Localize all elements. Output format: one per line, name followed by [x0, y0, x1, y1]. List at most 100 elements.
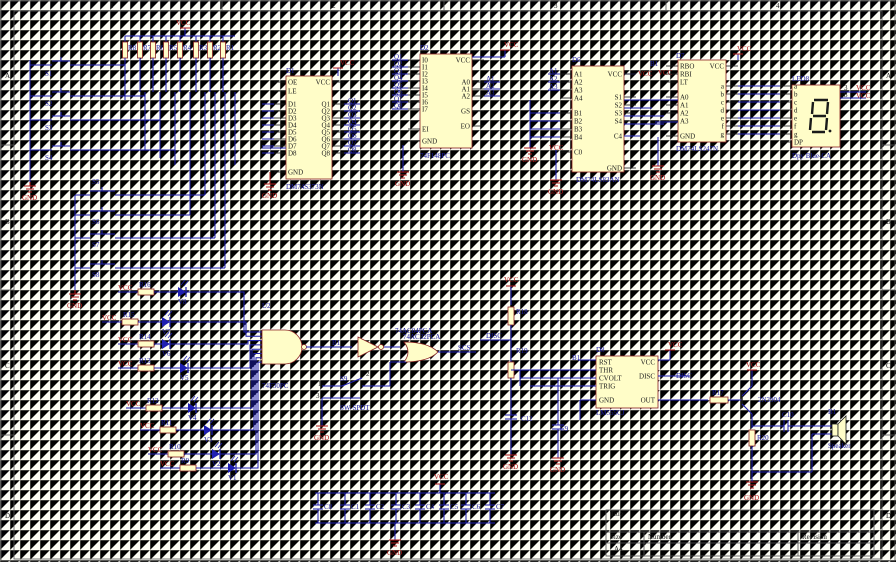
nand-gate-u2: U2 74F30PC B1 — [261, 302, 352, 390]
resistor — [121, 318, 139, 326]
pin-label: GND — [680, 133, 695, 141]
chip-ref: D8 — [596, 346, 605, 354]
switch-label: S5 — [92, 178, 100, 186]
pin-label: A1 — [461, 86, 470, 94]
pin-label: g — [721, 131, 725, 139]
pin-label: RBI — [680, 71, 692, 79]
gnd-label: GND — [67, 302, 82, 310]
row-label: B — [5, 218, 10, 226]
vcc-label: VCC — [118, 284, 133, 292]
led-icon — [178, 287, 186, 297]
part-label: R19 — [516, 347, 528, 355]
pin-label: RBO — [680, 63, 694, 71]
speaker-ref: B1 — [828, 408, 837, 416]
gnd-label: GND — [314, 434, 329, 442]
pin-label: D3 — [288, 115, 297, 123]
speaker-name: Speaker — [828, 442, 851, 450]
vcc-label: VCC — [658, 69, 673, 77]
pin-label: C4 — [614, 133, 623, 141]
gate-ref: U2 — [262, 302, 271, 310]
chip-ref: LED8 — [792, 75, 810, 83]
pin-label: DISC — [639, 373, 655, 381]
gnd-label: GND — [22, 194, 37, 202]
resistor-label: R16 — [139, 281, 151, 289]
seven-segment-glyph — [808, 98, 832, 134]
row-label: D — [5, 512, 10, 520]
row-label: C — [886, 362, 891, 370]
resistor — [150, 41, 156, 59]
led-icon — [162, 339, 170, 349]
led-label: V7 — [162, 328, 171, 336]
net-label-a: A3 — [486, 89, 495, 97]
switch-label: S7 — [92, 241, 100, 249]
switch-label: S8 — [92, 271, 100, 279]
chip-d2-encoder: D2 74F148PC VCC GND I0I1I2I3I4I5I6I7EIGN… — [392, 41, 519, 188]
title-block: Title Size A4 Number Revision — [605, 509, 875, 557]
pin-label: D6 — [288, 136, 297, 144]
led-label: V3 — [204, 436, 213, 444]
cap-label: C4 — [426, 503, 435, 511]
or-gate-d4: 74AC32PCA SCS — [389, 333, 476, 386]
vcc-label: VCC — [160, 460, 175, 468]
chip-ref: D7 — [676, 52, 685, 60]
resistor-label: R12 — [147, 397, 159, 405]
pin-label: Q2 — [321, 108, 330, 116]
led-label: V1 — [228, 474, 237, 482]
pin-label: LE — [288, 88, 297, 96]
col-label: 1 — [110, 2, 114, 10]
revision-label: Revision — [802, 533, 827, 541]
switch-label: S1 — [45, 70, 53, 78]
resistor — [122, 41, 128, 59]
cap-label: C3 — [402, 503, 411, 511]
chip-part: DM74LS247N — [676, 145, 718, 153]
chip-part: Dpy Blue-CA — [792, 152, 831, 160]
pin-label: Q7 — [321, 143, 330, 151]
pin-label: e — [794, 115, 797, 123]
vcc-label: VCC — [340, 59, 355, 67]
led-icon — [180, 363, 188, 373]
pin-label: GND — [599, 397, 614, 405]
switch-bank-2: S5 S6 S7 S8 GND — [67, 92, 226, 310]
resistor-label: R2 — [213, 44, 222, 52]
net-label-q: Q8 — [394, 102, 403, 110]
chip-d7-decoder: D7 DM74LS247N VCC GND B1 VCC RBORBILTA0A… — [650, 45, 780, 182]
size-value: A4 — [614, 545, 623, 553]
timer-section: VCC R18 DISC R19 C12 GND D8 LM555CJ C9 G… — [480, 276, 742, 474]
part-label: C10 — [782, 411, 794, 419]
pin-label: D2 — [288, 108, 297, 116]
resistor-r18 — [507, 306, 515, 326]
pin-label: GND — [288, 169, 303, 177]
net-label-q: Q4 — [394, 74, 403, 82]
pin-label: A4 — [574, 95, 583, 103]
resistor-label: R6 — [156, 44, 165, 52]
chip-ref: D6 — [572, 56, 581, 64]
svg-text:3: 3 — [316, 392, 320, 400]
pin-label: c — [794, 99, 797, 107]
svg-text:3: 3 — [844, 84, 848, 92]
number-label: Number — [648, 533, 672, 541]
resistor-label: R7 — [143, 44, 152, 52]
pin-label: f — [794, 123, 797, 131]
resistor-label: R4 — [183, 44, 192, 52]
vcc-label: VCC — [549, 144, 564, 152]
pin-label: GND — [422, 138, 437, 146]
vcc-label: VCC — [856, 92, 871, 100]
pin-label: Q1 — [321, 101, 330, 109]
pin-label: GND — [607, 165, 622, 173]
col-label: 3 — [554, 2, 558, 10]
chip-ref: D1 — [286, 67, 295, 75]
row-label: A — [886, 72, 891, 80]
vcc-label: VCC — [434, 473, 449, 481]
pin-label: S2 — [615, 102, 623, 110]
net-label-disc: DISC — [486, 332, 502, 340]
resistor — [220, 41, 226, 59]
pin-label: VCC — [641, 359, 656, 367]
switch-label: S4 — [45, 154, 53, 162]
pin-label: VCC — [316, 79, 331, 87]
pin-label: S3 — [615, 110, 623, 118]
pin-label: EI — [422, 126, 429, 134]
resistor-label: R9 — [181, 457, 190, 465]
pin-label: d — [794, 107, 798, 115]
bus-wiring — [124, 92, 678, 165]
